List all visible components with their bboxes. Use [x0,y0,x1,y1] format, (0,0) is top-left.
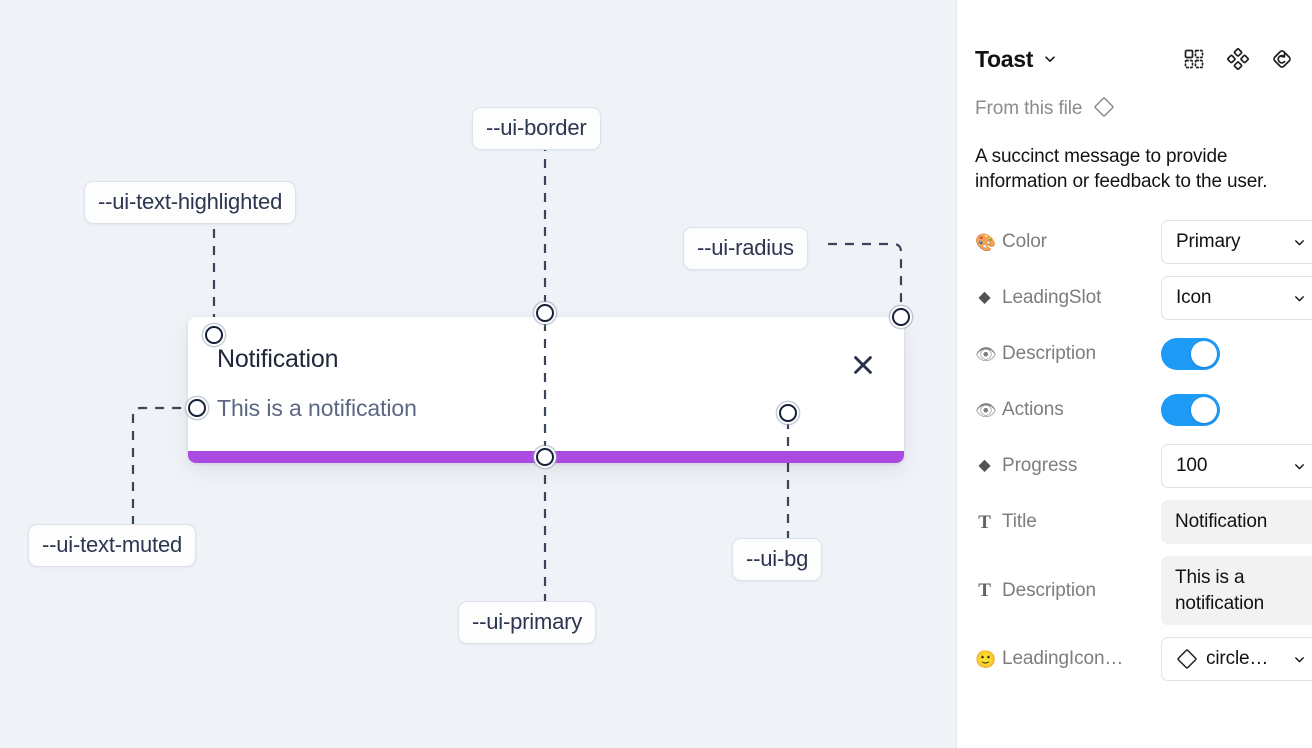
title-input[interactable]: Notification [1161,500,1312,545]
description-input[interactable]: This is a notification [1161,556,1312,626]
close-icon[interactable] [848,350,878,380]
token-label-ui-bg[interactable]: --ui-bg [732,538,823,581]
property-list: 🎨 Color Primary ◆ LeadingSlot [975,220,1312,682]
property-label-color: 🎨 Color [975,231,1161,253]
toggle-knob [1191,341,1217,368]
chevron-down-icon [1293,236,1306,249]
property-name: Description [1002,343,1096,365]
palette-icon: 🎨 [975,232,997,252]
token-label-ui-border[interactable]: --ui-border [472,107,601,150]
anchor-ui-radius[interactable] [892,308,910,326]
property-row-progress: ◆ Progress 100 [975,444,1312,489]
chevron-down-icon [1293,653,1306,666]
chevron-down-icon [1293,292,1306,305]
property-control: 100 [1161,444,1312,489]
panel-header: Toast [975,30,1294,88]
property-label-leadingslot: ◆ LeadingSlot [975,287,1161,309]
wire-ui-radius [828,242,903,317]
anchor-ui-primary[interactable] [536,448,554,466]
eye-icon: 👁 [975,344,997,364]
property-label-title: T Title [975,511,1161,533]
components-icon[interactable] [1226,47,1250,71]
property-label-actions: 👁 Actions [975,399,1161,421]
token-label-ui-text-highlighted[interactable]: --ui-text-highlighted [84,181,297,224]
color-select[interactable]: Primary [1161,220,1312,265]
chevron-down-icon [1293,460,1306,473]
property-row-leadingicon: 🙂 LeadingIcon… circle… [975,637,1312,682]
property-name: Description [1002,579,1096,601]
from-this-file-row[interactable]: From this file [975,94,1294,124]
property-label-progress: ◆ Progress [975,455,1161,477]
properties-panel: Toast [956,0,1312,748]
text-icon: T [978,511,991,533]
property-row-color: 🎨 Color Primary [975,220,1312,265]
property-row-leadingslot: ◆ LeadingSlot Icon [975,276,1312,321]
property-name: LeadingIcon… [1002,648,1124,670]
token-label-ui-text-muted[interactable]: --ui-text-muted [28,524,197,567]
leadingslot-select-value: Icon [1176,287,1212,309]
toast-title: Notification [217,345,339,373]
property-control [1161,394,1294,427]
property-control: circle… [1161,637,1312,682]
progress-select[interactable]: 100 [1161,444,1312,489]
property-label-description-text: T Description [975,580,1161,602]
component-set-icon[interactable] [1182,47,1206,71]
property-label-description: 👁 Description [975,343,1161,365]
design-canvas[interactable]: Notification This is a notification --ui… [0,0,956,748]
anchor-ui-bg[interactable] [779,404,797,422]
chevron-down-icon[interactable] [1043,52,1057,66]
property-control: Primary [1161,220,1312,265]
diamond-icon [1176,648,1198,670]
property-name: Color [1002,231,1047,253]
anchor-ui-border[interactable] [536,304,554,322]
toast-description: This is a notification [217,395,417,421]
property-row-description-text: T Description This is a notification [975,556,1312,626]
component-description: A succinct message to provide informatio… [975,146,1268,193]
property-name: LeadingSlot [1002,287,1102,309]
leadingslot-select[interactable]: Icon [1161,276,1312,321]
from-this-file-label: From this file [975,98,1083,119]
property-name: Actions [1002,399,1064,421]
eye-icon: 👁 [975,400,997,420]
anchor-ui-text-muted[interactable] [188,399,206,417]
color-select-value: Primary [1176,231,1241,253]
property-control: Notification [1161,500,1312,545]
toast-card[interactable]: Notification This is a notification [188,317,904,463]
diamond-icon: ◆ [978,457,991,475]
token-label-ui-radius[interactable]: --ui-radius [683,227,808,270]
property-row-actions-toggle: 👁 Actions [975,388,1294,432]
property-label-leadingicon: 🙂 LeadingIcon… [975,648,1161,670]
property-name: Title [1002,511,1037,533]
leadingicon-select-value: circle… [1206,648,1269,670]
leadingicon-select[interactable]: circle… [1161,637,1312,682]
property-control [1161,338,1294,371]
emoji-icon: 🙂 [975,649,997,669]
diamond-icon: ◆ [978,289,991,307]
property-name: Progress [1002,455,1078,477]
toggle-knob [1191,397,1217,424]
reset-instance-icon[interactable] [1270,47,1294,71]
panel-title: Toast [975,45,1034,72]
text-icon: T [978,580,991,602]
anchor-ui-text-highlighted[interactable] [205,326,223,344]
token-label-ui-primary[interactable]: --ui-primary [458,601,597,644]
property-control: Icon [1161,276,1312,321]
description-toggle[interactable] [1161,338,1220,371]
panel-header-icons [1182,47,1294,71]
property-control: This is a notification [1161,556,1312,626]
diamond-icon [1093,96,1115,123]
progress-select-value: 100 [1176,455,1208,477]
property-row-description-toggle: 👁 Description [975,332,1294,376]
property-row-title: T Title Notification [975,500,1312,545]
actions-toggle[interactable] [1161,394,1220,427]
